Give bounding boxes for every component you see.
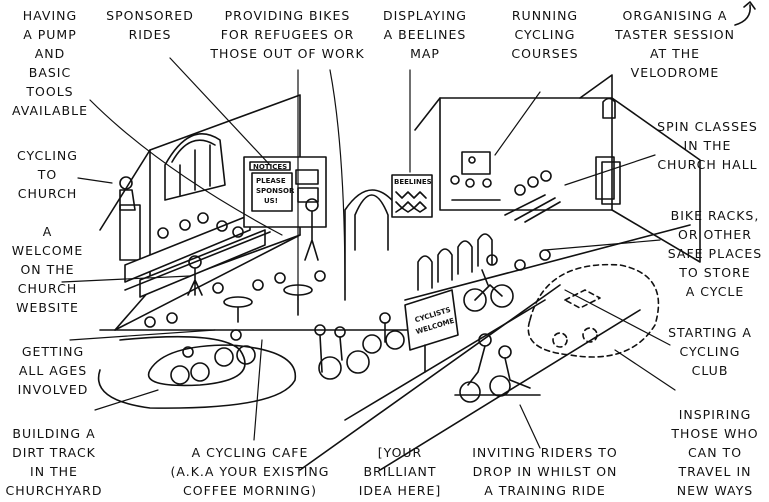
beelines-sign: BEELINES bbox=[394, 178, 432, 186]
label-bike-racks: BIKE RACKS, OR OTHER SAFE PLACES TO STOR… bbox=[665, 206, 765, 301]
label-cycling-to-church: CYCLING TO CHURCH bbox=[10, 146, 85, 203]
label-church-website: A WELCOME ON THE CHURCH WEBSITE bbox=[10, 222, 85, 317]
notices-sign: NOTICES bbox=[253, 163, 287, 171]
label-pump: HAVING A PUMP AND BASIC TOOLS AVAILABLE bbox=[10, 6, 90, 120]
label-inspiring: INSPIRING THOSE WHO CAN TO TRAVEL IN NEW… bbox=[665, 405, 765, 500]
sponsor-sign-1: PLEASE bbox=[256, 177, 286, 185]
sponsor-sign-3: US! bbox=[264, 197, 278, 205]
training-riders bbox=[455, 334, 540, 402]
label-all-ages: GETTING ALL AGES INVOLVED bbox=[8, 342, 98, 399]
label-taster-session: ORGANISING A TASTER SESSION AT THE VELOD… bbox=[610, 6, 740, 82]
courtyard-cyclists bbox=[315, 313, 404, 379]
sponsor-sign-2: SPONSOR bbox=[256, 187, 295, 195]
cyclists-welcome-sign: CYCLISTS WELCOME bbox=[405, 290, 458, 372]
dirt-track bbox=[99, 313, 296, 408]
label-dirt-track: BUILDING A DIRT TRACK IN THE CHURCHYARD bbox=[4, 424, 104, 500]
notice-board: NOTICES PLEASE SPONSOR US! bbox=[244, 157, 326, 227]
label-cycling-cafe: A CYCLING CAFE (A.K.A YOUR EXISTING COFF… bbox=[150, 443, 350, 500]
beelines-map: BEELINES bbox=[392, 175, 432, 217]
label-cycling-courses: RUNNING CYCLING COURSES bbox=[500, 6, 590, 63]
label-spin-classes: SPIN CLASSES IN THE CHURCH HALL bbox=[650, 117, 765, 174]
label-your-idea: [YOUR BRILLIANT IDEA HERE] bbox=[355, 443, 445, 500]
label-training-ride: INVITING RIDERS TO DROP IN WHILST ON A T… bbox=[460, 443, 630, 500]
label-sponsored-rides: SPONSORED RIDES bbox=[100, 6, 200, 44]
label-cycling-club: STARTING A CYCLING CLUB bbox=[655, 323, 765, 380]
label-beelines-map: DISPLAYING A BEELINES MAP bbox=[375, 6, 475, 63]
label-refugees: PROVIDING BIKES FOR REFUGEES OR THOSE OU… bbox=[210, 6, 365, 63]
